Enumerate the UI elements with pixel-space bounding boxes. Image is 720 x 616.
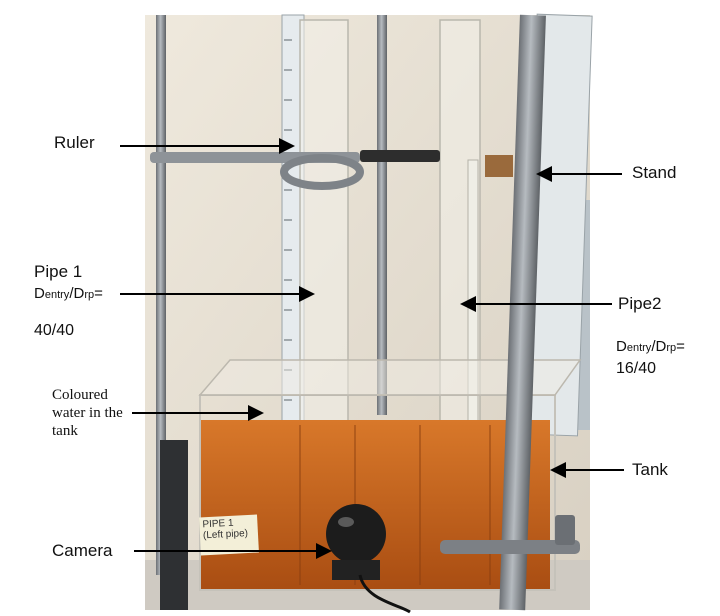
label-pipe1-value: 40/40 (34, 322, 75, 339)
coloured-water-line-1: Coloured (52, 387, 108, 403)
camera-cable (358, 574, 411, 614)
coloured-water-line-2: water in the (52, 405, 123, 421)
clamp-ring (280, 154, 364, 190)
coloured-water-line-3: tank (52, 423, 78, 439)
right-stand-rod (499, 14, 546, 611)
label-tank: Tank (632, 460, 668, 479)
label-coloured-water: Coloured water in the tank (52, 386, 123, 440)
pipe2-ratio-entry: entry (626, 342, 652, 354)
label-pipe2-value: 16/40 (616, 360, 657, 377)
label-pipe2-ratio: Dentry/Drp= (616, 338, 685, 355)
bottom-clamp-knob (555, 515, 575, 545)
camera-base (332, 560, 380, 580)
label-pipe1: Pipe 1 (34, 262, 83, 281)
label-pipe1-ratio: Dentry/Drp= (34, 285, 103, 302)
middle-rod (377, 15, 387, 415)
pipe2-ratio-rp: rp (666, 342, 677, 354)
stand-base-left (160, 440, 188, 610)
label-pipe2: Pipe2 (618, 294, 662, 313)
label-stand: Stand (632, 163, 677, 182)
wood-block (485, 155, 513, 177)
camera-highlight (338, 517, 354, 527)
bottom-clamp (440, 540, 580, 554)
label-camera: Camera (52, 541, 113, 560)
label-ruler: Ruler (54, 133, 95, 152)
tank-top (198, 359, 582, 396)
pipe1-ratio-rp: rp (84, 289, 95, 301)
holder-clip (360, 150, 440, 162)
pipe1-ratio-entry: entry (44, 289, 70, 301)
